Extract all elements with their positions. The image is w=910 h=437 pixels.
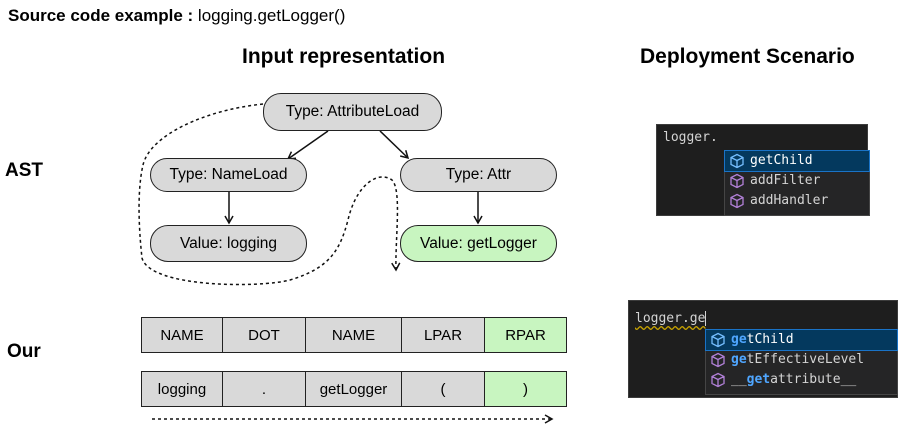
token-type-table: NAME DOT NAME LPAR RPAR [141, 317, 567, 353]
edge-root-right [379, 130, 410, 160]
label-prefix: __ [731, 372, 747, 387]
label-rest: tChild [746, 332, 794, 347]
input-representation-heading: Input representation [242, 45, 446, 68]
token-type-cell: DOT [222, 317, 306, 353]
completion-label: getChild [731, 330, 794, 350]
token-type-cell: LPAR [401, 317, 485, 353]
method-cube-icon [711, 352, 725, 368]
deployment-scenario-heading: Deployment Scenario [640, 45, 855, 68]
completion-item-selected[interactable]: getChild [724, 150, 870, 172]
method-cube-icon [711, 332, 725, 348]
ide-typed-text: logger.ge [635, 311, 706, 326]
ide-panel-ast: logger. getChild addFilter addHandler [656, 124, 870, 216]
ast-node-attr: Type: Attr [400, 158, 557, 192]
edge-root-left [286, 130, 329, 160]
completion-label: getChild [750, 153, 813, 168]
text-cursor [705, 311, 707, 326]
ast-node-root: Type: AttributeLoad [263, 93, 442, 131]
completion-item-selected[interactable]: getChild [705, 329, 898, 351]
token-value-cell: . [222, 371, 306, 407]
completion-label: addHandler [750, 193, 829, 208]
token-type-row: NAME DOT NAME LPAR RPAR [141, 317, 567, 353]
our-row-label: Our [7, 341, 41, 362]
token-value-cell-target: ) [484, 371, 567, 407]
method-cube-icon [711, 372, 725, 388]
label-rest: attribute__ [770, 372, 857, 387]
token-value-cell: getLogger [305, 371, 402, 407]
token-value-cell: logging [141, 371, 223, 407]
label-match: ge [731, 352, 747, 367]
method-cube-icon [730, 193, 744, 209]
ast-node-nameload: Type: NameLoad [150, 158, 307, 192]
ast-row-label: AST [5, 160, 43, 181]
token-value-row: logging . getLogger ( ) [141, 371, 567, 407]
token-value-cell: ( [401, 371, 485, 407]
ast-node-value-getlogger: Value: getLogger [400, 225, 557, 262]
token-type-cell: NAME [141, 317, 223, 353]
completion-item[interactable]: getEffectiveLevel [706, 350, 897, 370]
completion-popup: getChild addFilter addHandler [724, 150, 870, 216]
ast-node-value-logging: Value: logging [150, 225, 307, 262]
label-rest: tEffectiveLevel [746, 352, 865, 367]
completion-popup: getChild getEffectiveLevel __getattribut… [705, 329, 898, 395]
source-code-caption: Source code example : logging.getLogger(… [8, 6, 345, 26]
ide-typed-text: logger. [663, 130, 718, 145]
label-match: get [746, 372, 771, 387]
token-value-table: logging . getLogger ( ) [141, 371, 567, 407]
token-type-cell: NAME [305, 317, 402, 353]
caption-code: logging.getLogger() [197, 6, 346, 25]
ide-typed-line: logger.ge [635, 311, 707, 326]
completion-label: getEffectiveLevel [731, 350, 864, 370]
caption-prefix: Source code example : [8, 6, 194, 25]
label-match: ge [731, 332, 747, 347]
ast-traversal-dotted-path [138, 103, 401, 286]
method-cube-icon [730, 153, 744, 169]
ide-panel-ours: logger.ge getChild getEffectiveLevel __g… [628, 300, 898, 398]
token-type-cell-target: RPAR [484, 317, 567, 353]
completion-item[interactable]: __getattribute__ [706, 370, 897, 390]
completion-item[interactable]: addHandler [725, 191, 869, 211]
completion-label: __getattribute__ [731, 370, 856, 390]
completion-item[interactable]: addFilter [725, 171, 869, 191]
method-cube-icon [730, 173, 744, 189]
completion-label: addFilter [750, 173, 821, 188]
